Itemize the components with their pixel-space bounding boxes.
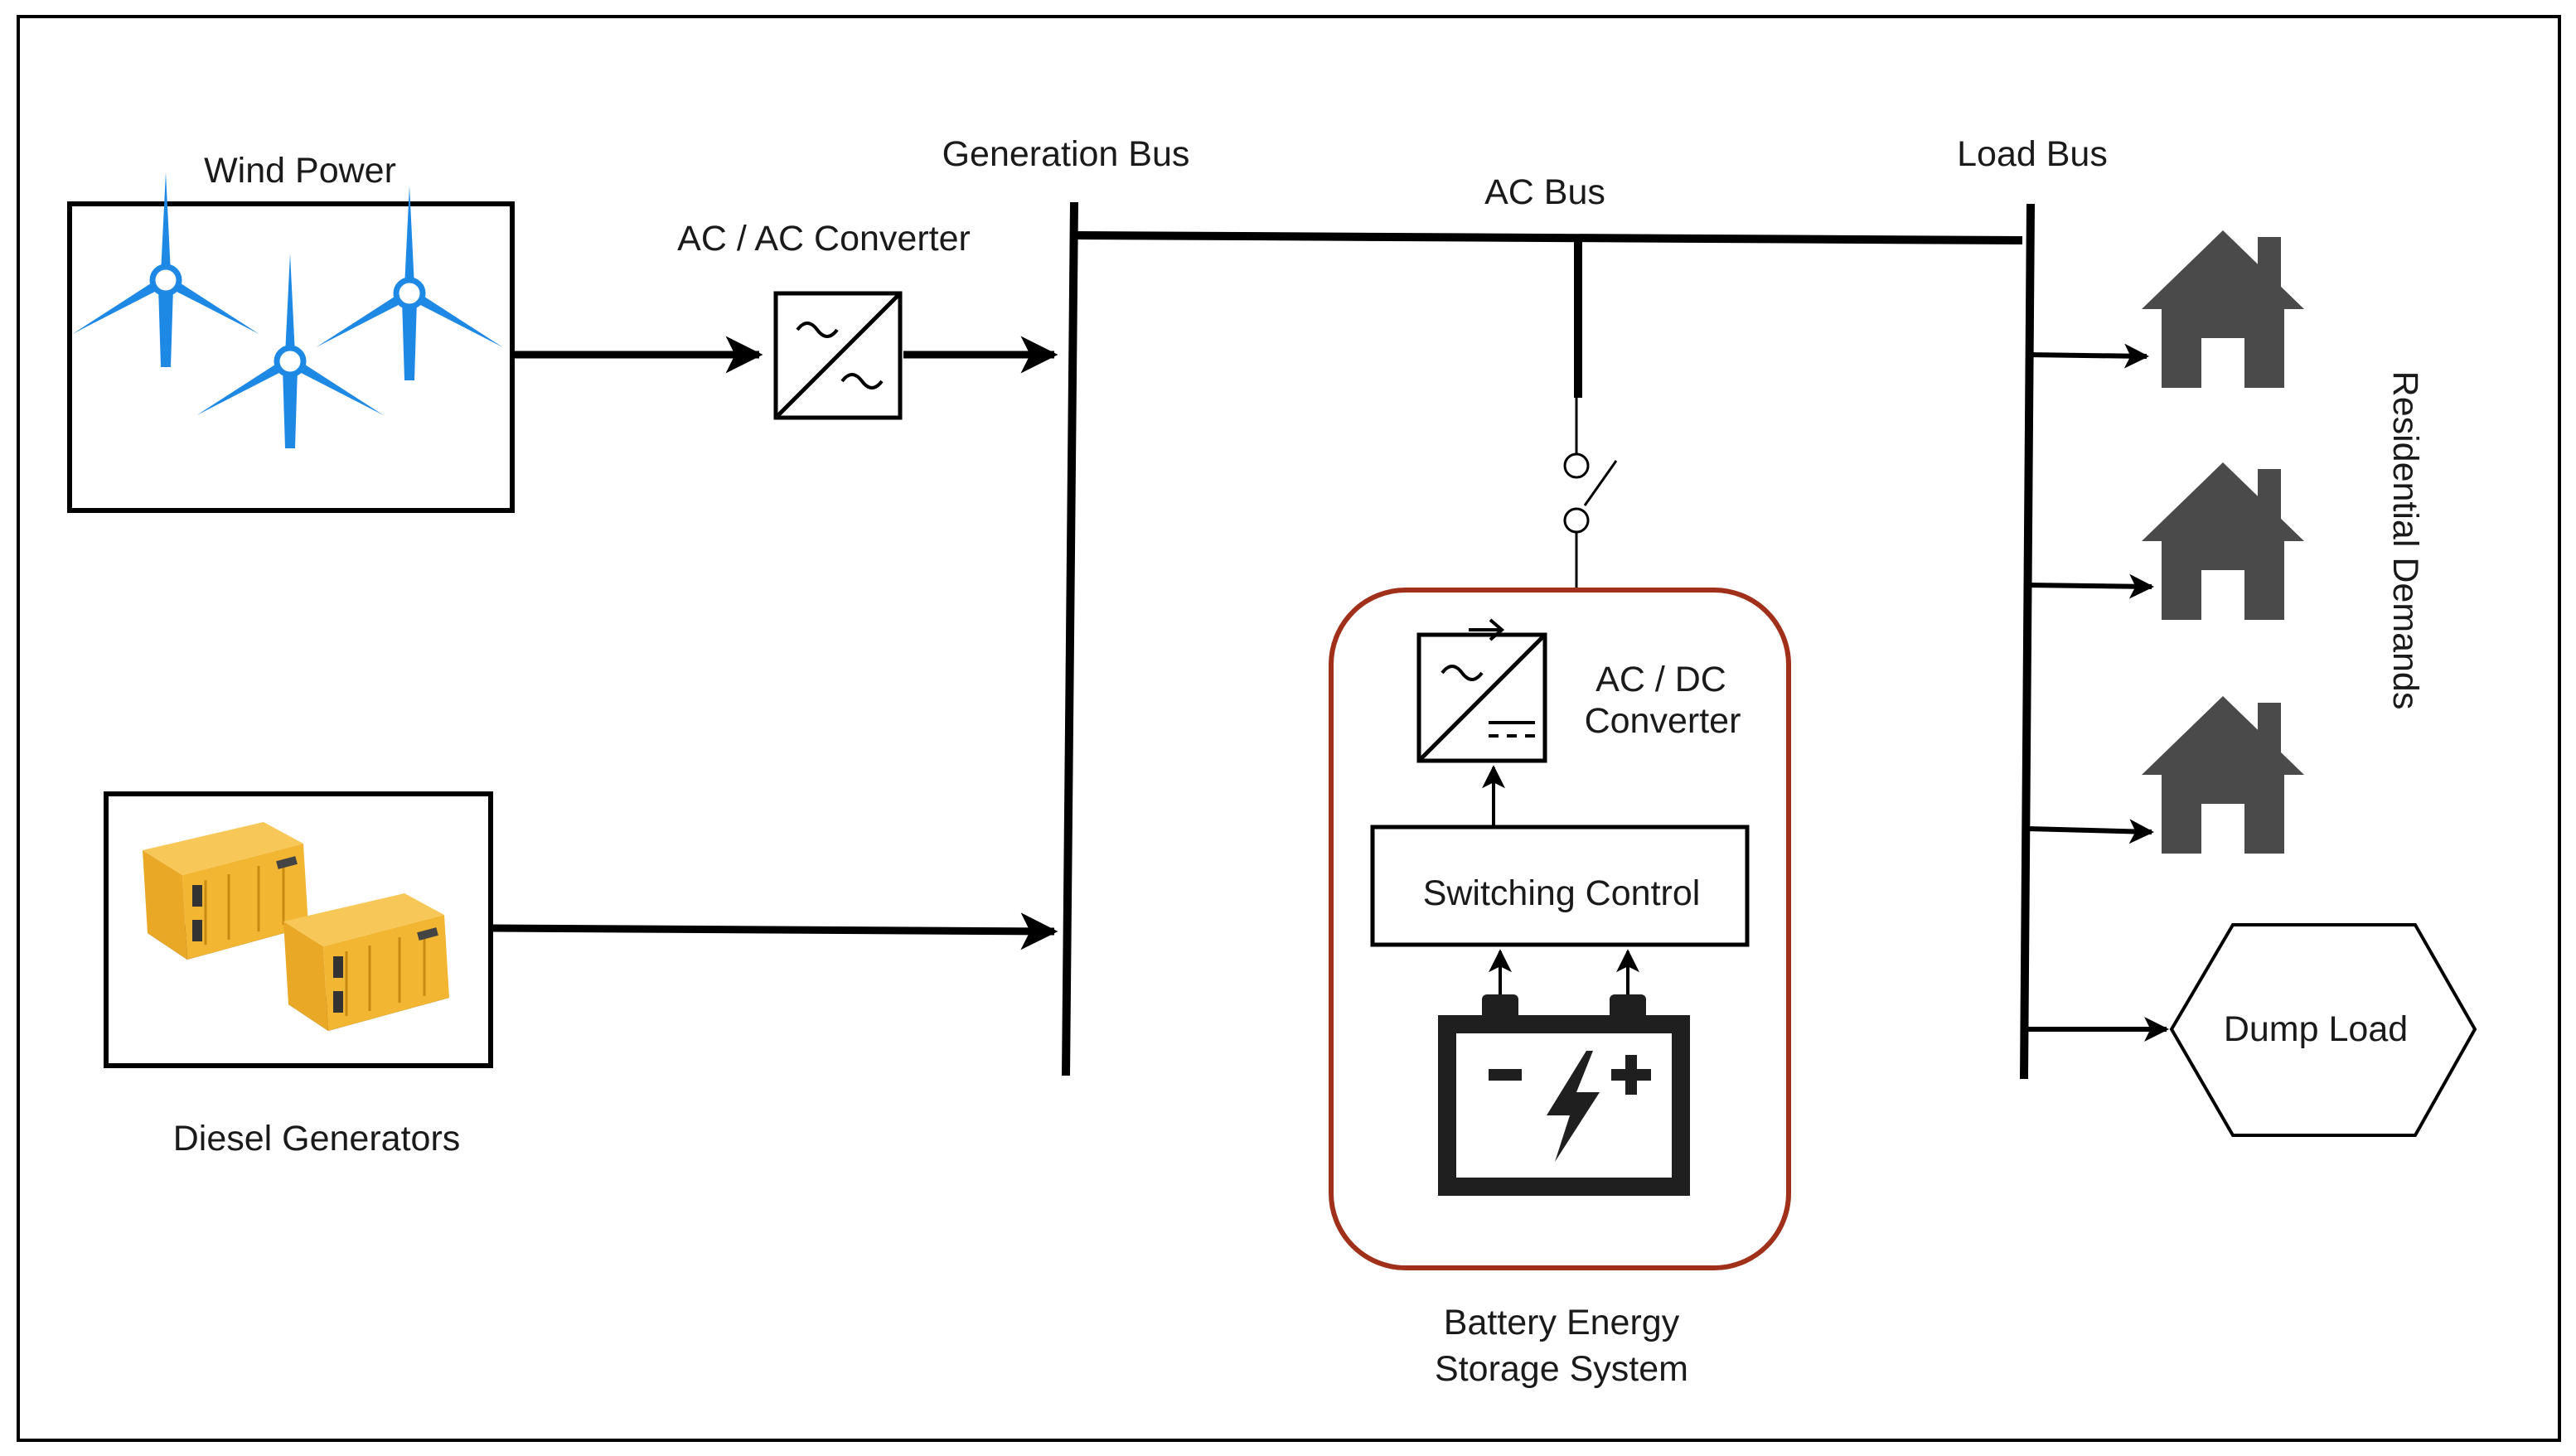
bus-to-house-arrow <box>2026 573 2154 599</box>
wind-power-block: Wind Power <box>67 151 515 513</box>
bess-label-line2: Storage System <box>1435 1349 1688 1389</box>
house-icon <box>2142 230 2304 388</box>
load-bus-label: Load Bus <box>1957 134 2108 174</box>
generation-bus <box>1062 201 1078 1076</box>
switch-icon <box>1563 398 1618 590</box>
diesel-generators-label: Diesel Generators <box>173 1119 461 1159</box>
load-bus <box>2020 203 2035 1080</box>
ac-ac-converter-label: AC / AC Converter <box>677 219 971 259</box>
generation-bus-label: Generation Bus <box>942 134 1190 174</box>
bus-to-house-arrow <box>2026 819 2154 844</box>
battery-icon <box>1438 994 1690 1196</box>
dump-load-hexagon <box>2169 923 2477 1137</box>
bess-label-line1: Battery Energy <box>1444 1303 1680 1342</box>
bess-border <box>1329 588 1791 1270</box>
dump-load-label: Dump Load <box>2224 1009 2408 1049</box>
diesel-generators-block: Diesel Generators <box>104 791 493 1159</box>
wind-power-label: Wind Power <box>204 151 396 191</box>
ac-bus <box>1077 231 2023 244</box>
switching-control-box <box>1370 825 1750 947</box>
house-icon <box>2142 462 2304 620</box>
wind-power-box <box>67 201 515 513</box>
ac-bus-label: AC Bus <box>1484 172 1605 212</box>
ac-wave-icon <box>840 373 884 389</box>
ac-wave-icon <box>1441 665 1484 681</box>
ac-ac-converter <box>773 291 903 420</box>
dump-load: Dump Load <box>2169 923 2477 1137</box>
ac-wave-icon <box>796 322 839 338</box>
ac-dc-converter-label-line1: AC / DC <box>1595 660 1726 699</box>
diesel-to-bus-arrow <box>491 912 1058 951</box>
bus-to-house-arrow <box>2026 343 2149 369</box>
ac-dc-converter <box>1416 618 1547 763</box>
outer-frame <box>17 15 2561 1442</box>
battery-energy-storage-system: AC / DC Converter Switching Control <box>1329 588 1791 1270</box>
residential-demands-label: Residential Demands <box>2385 371 2425 710</box>
house-icon <box>2142 696 2304 854</box>
ac-dc-converter-label-line2: Converter <box>1585 701 1741 741</box>
switching-control-label: Switching Control <box>1423 873 1701 913</box>
